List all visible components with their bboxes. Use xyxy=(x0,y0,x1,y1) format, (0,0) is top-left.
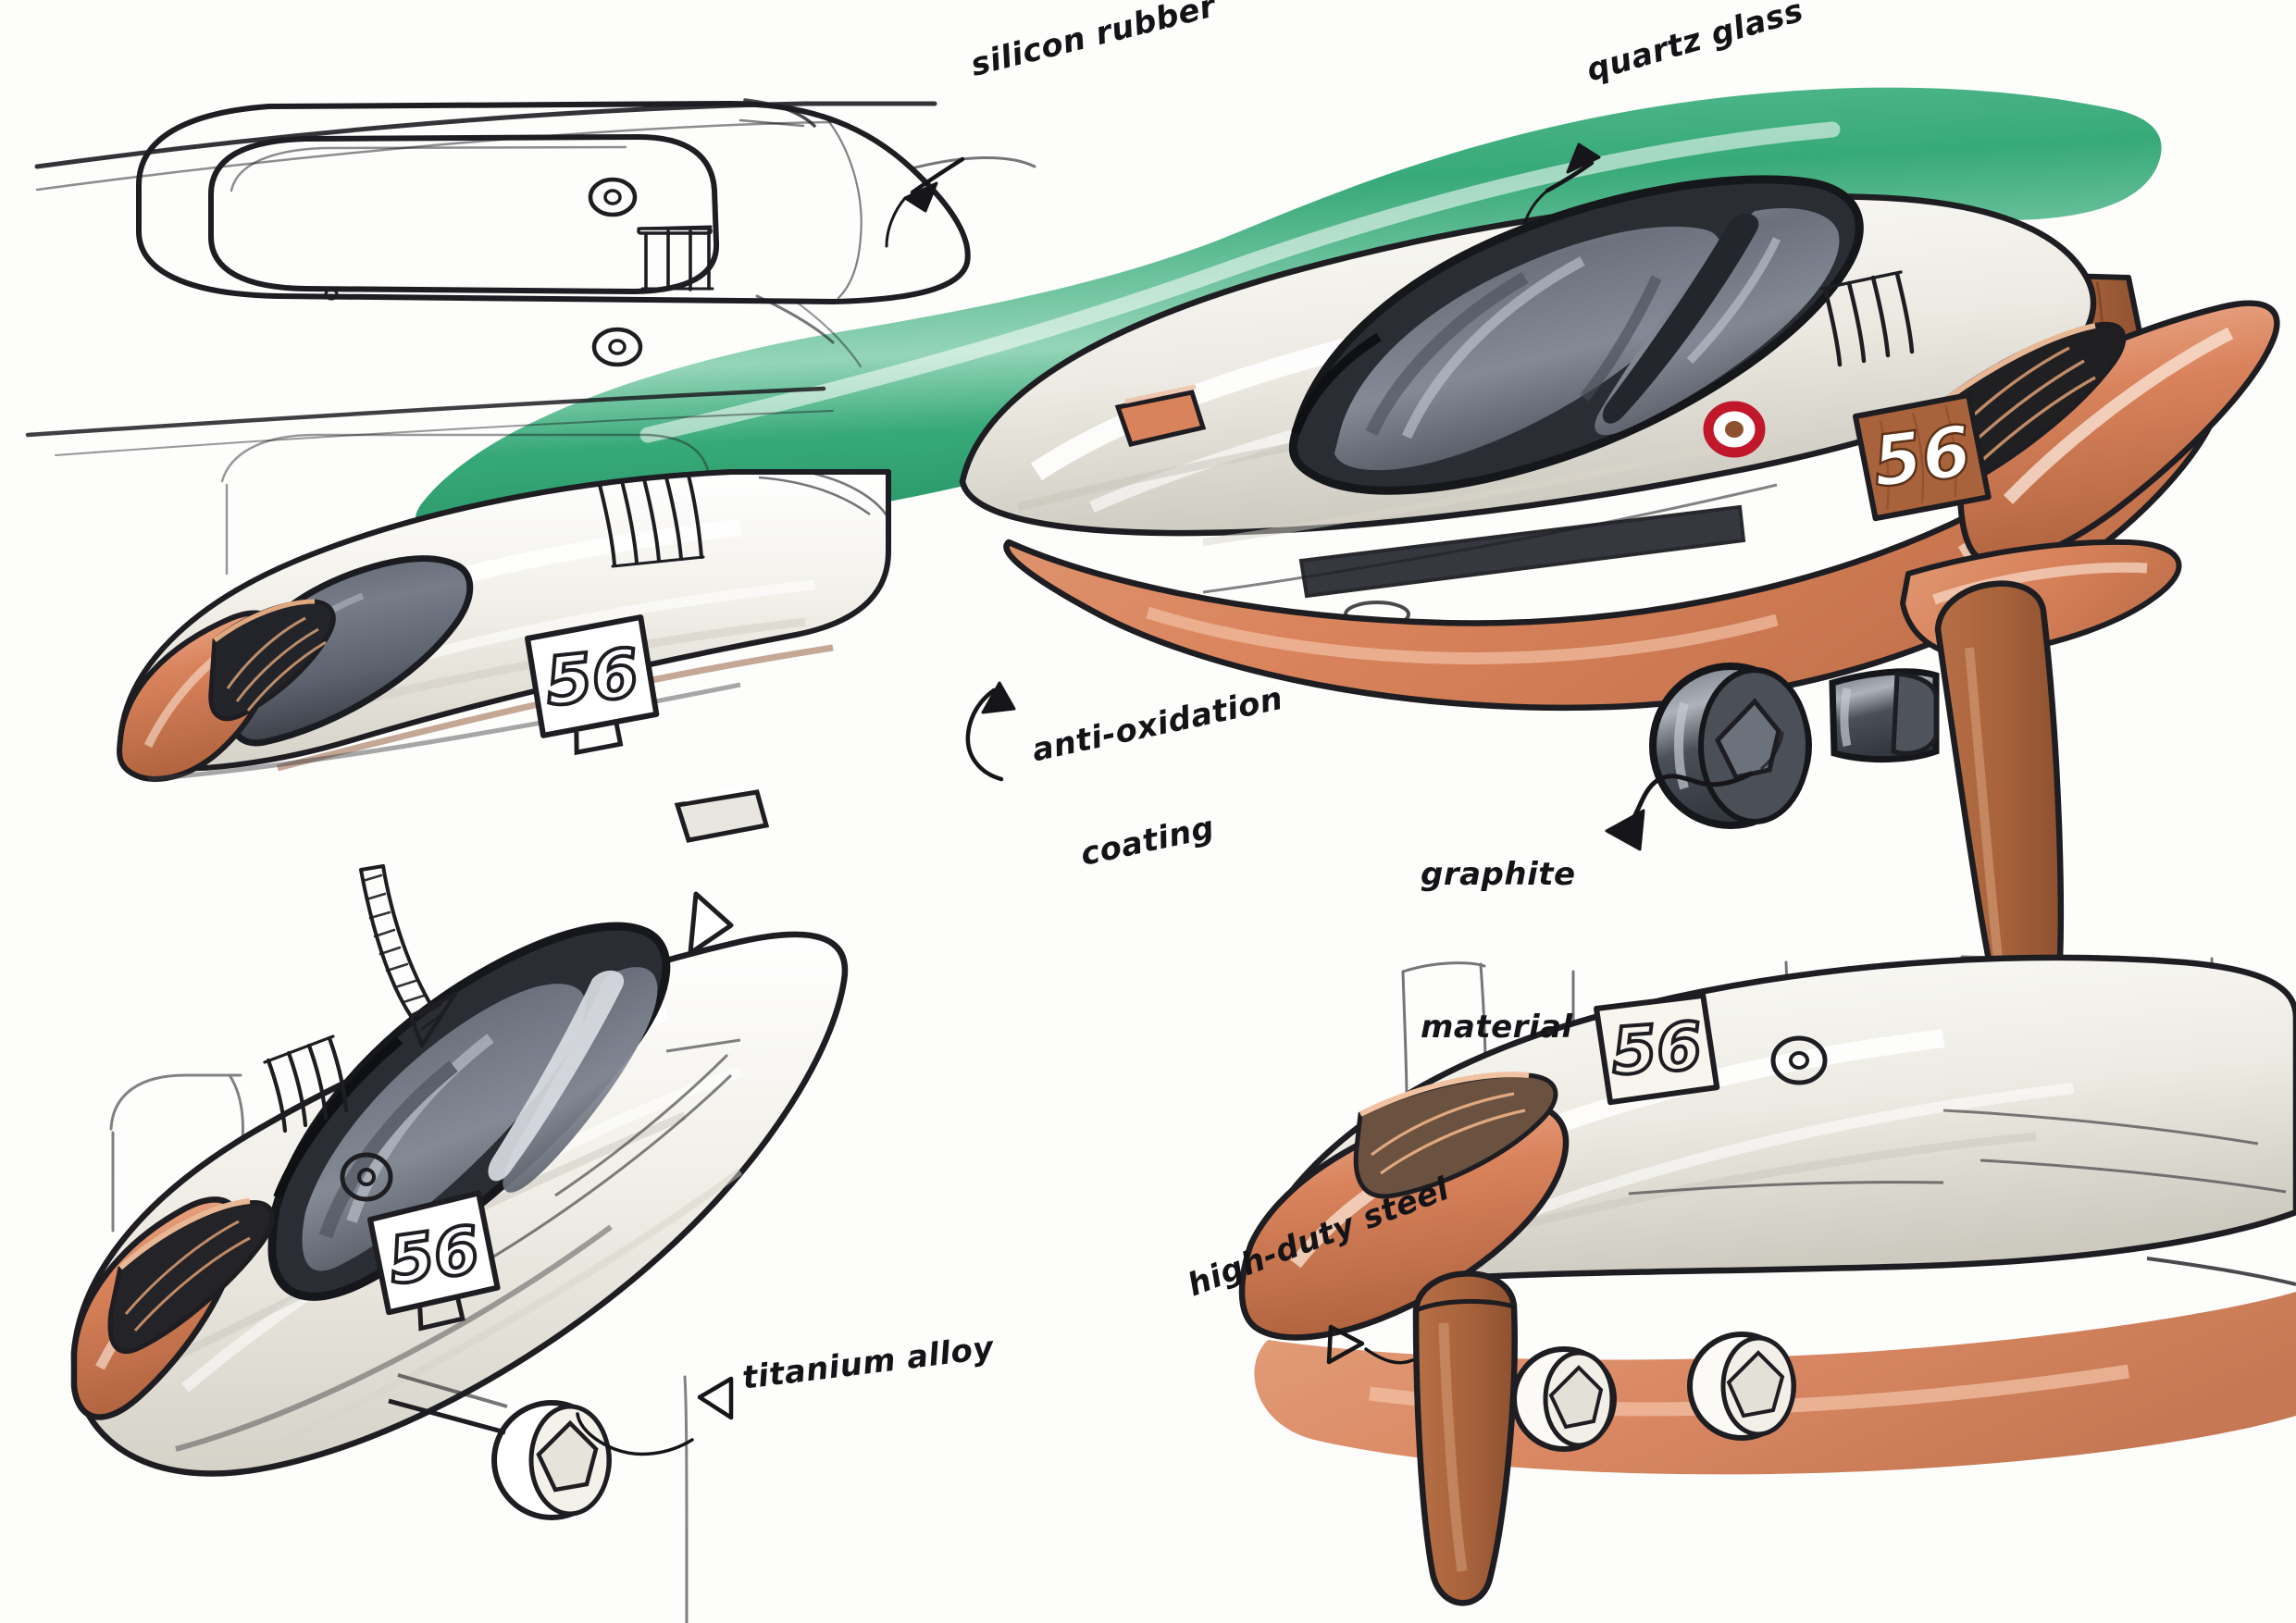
decal-midleft-number: 56 xyxy=(542,634,642,721)
roundel xyxy=(1703,401,1766,458)
pointer-anti-oxidation xyxy=(965,681,1016,782)
landing-wheel-rear xyxy=(1829,668,1940,763)
wheel-lowright-b xyxy=(1687,1332,1796,1441)
process-arrow-hatched xyxy=(359,864,457,1047)
pointer-silicon-rubber xyxy=(885,156,965,248)
decal-main: 56 xyxy=(1853,391,1992,522)
louvre-vents-centre xyxy=(263,1035,349,1134)
decal-lowright: 56 xyxy=(1594,992,1720,1106)
wheel-lowright-a xyxy=(1511,1346,1617,1452)
pointer-graphite xyxy=(1605,731,1784,851)
nose-grille-midleft xyxy=(208,599,336,722)
decal-centre: 56 xyxy=(367,1190,501,1332)
dorsal-box-centre xyxy=(674,784,770,843)
nose-grille-lowright xyxy=(1353,1072,1558,1199)
louvre-vents-midleft xyxy=(594,472,705,568)
decal-midleft: 56 xyxy=(525,614,660,756)
decal-centre-number: 56 xyxy=(384,1211,484,1299)
view-rear-lowright xyxy=(1238,954,2296,1606)
nose-grille-centre xyxy=(107,1198,275,1354)
canopy-main xyxy=(1288,175,1864,495)
annotation-pointers xyxy=(576,142,1784,1456)
pointer-high-duty-steel xyxy=(1326,1324,1414,1365)
pointer-quartz-glass xyxy=(1523,142,1601,224)
view-plan-topleft xyxy=(25,98,1036,456)
dorsal-fairing-box xyxy=(1114,384,1207,447)
louvre-vents-main xyxy=(1819,270,1915,367)
decal-lowright-number: 56 xyxy=(1609,1008,1705,1090)
vent-grille-plan xyxy=(637,225,714,291)
landing-wheel-front xyxy=(1649,663,1812,829)
pointer-titanium xyxy=(576,1376,734,1456)
view-side-midleft xyxy=(117,433,891,782)
decal-main-number: 56 xyxy=(1868,409,1976,502)
